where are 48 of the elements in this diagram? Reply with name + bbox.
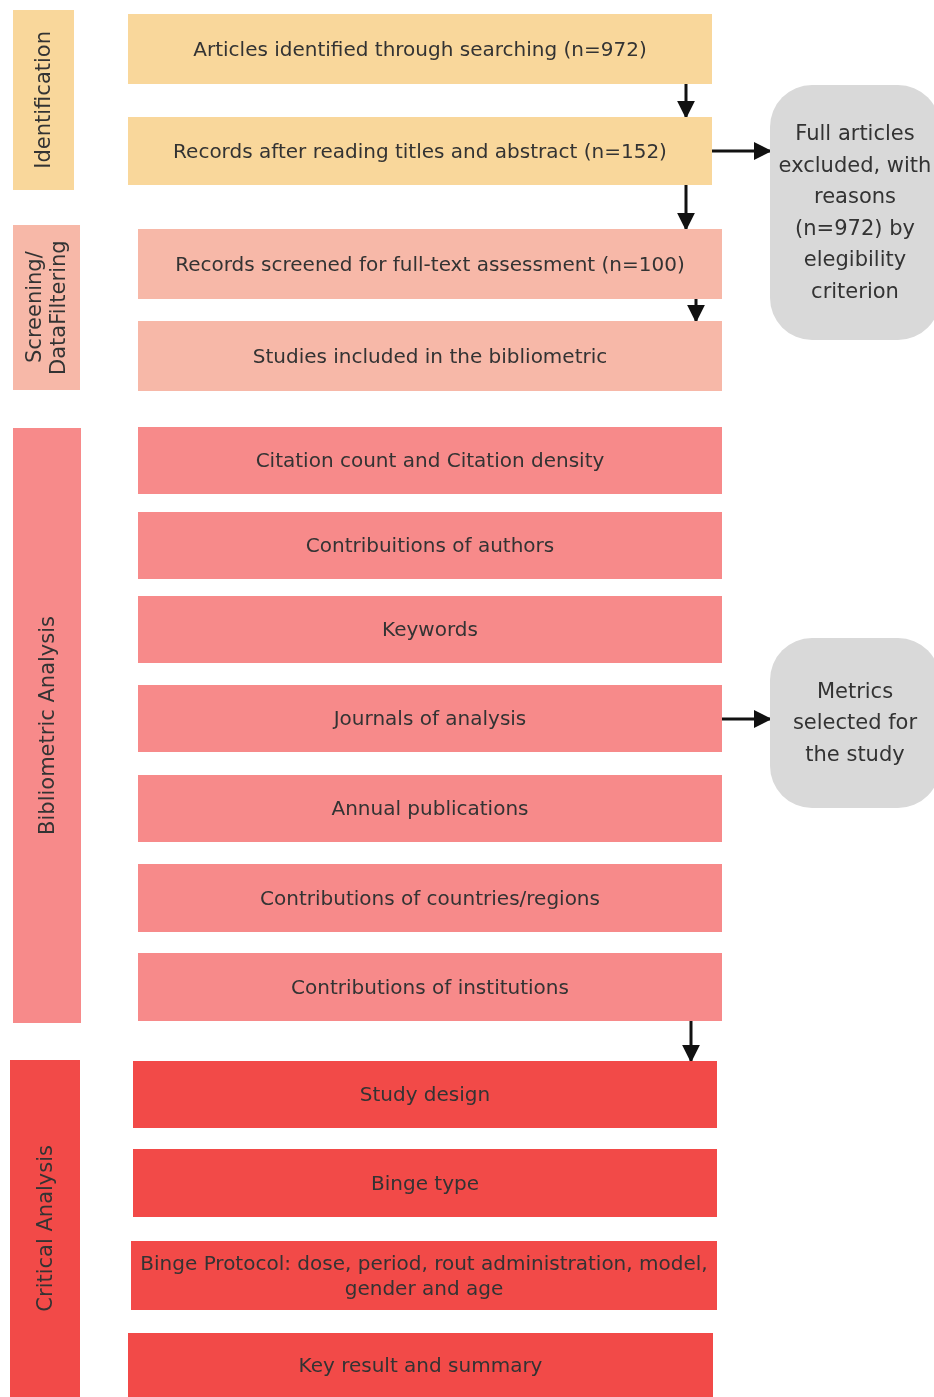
stage-band bbox=[13, 428, 81, 1023]
stage-band bbox=[13, 225, 80, 390]
arrow bbox=[712, 142, 772, 160]
process-box bbox=[131, 1241, 717, 1310]
process-box bbox=[138, 512, 722, 579]
box-text: Journals of analysis bbox=[331, 706, 528, 731]
arrow bbox=[677, 185, 695, 231]
process-box bbox=[138, 427, 722, 494]
process-box bbox=[133, 1149, 717, 1217]
arrow bbox=[677, 84, 695, 119]
box-text: Studies included in the bibliometric bbox=[251, 343, 609, 369]
box-text: Binge Protocol: dose, period, rout administration, model, gender and age bbox=[139, 1250, 709, 1301]
process-box bbox=[138, 596, 722, 663]
stage-band bbox=[10, 1060, 80, 1397]
note-bubble bbox=[770, 638, 934, 808]
note-text: Full articles excluded, with reasons (n=972) by elegibility criterion bbox=[777, 120, 933, 305]
box-text: Contributions of countries/regions bbox=[259, 885, 601, 911]
process-box bbox=[138, 685, 722, 752]
arrow bbox=[682, 1021, 700, 1063]
process-box bbox=[128, 117, 712, 185]
process-box bbox=[128, 1333, 713, 1397]
process-box bbox=[128, 14, 712, 84]
box-text: Records after reading titles and abstract (n=152) bbox=[172, 138, 668, 164]
stage-label: Bibliometric Analysis bbox=[33, 616, 60, 835]
box-text: Study design bbox=[358, 1082, 492, 1107]
box-text: Articles identified through searching (n=972) bbox=[192, 36, 648, 62]
stage-label: Identification bbox=[30, 31, 57, 169]
box-text: Contributions of institutions bbox=[290, 974, 570, 1000]
process-box bbox=[133, 1061, 717, 1128]
box-text: Key result and summary bbox=[297, 1352, 544, 1378]
stage-label: Screening/ DataFiltering bbox=[21, 239, 72, 377]
arrow bbox=[687, 299, 705, 323]
box-text: Records screened for full-text assessment (n=100) bbox=[174, 251, 686, 277]
arrow bbox=[722, 710, 772, 728]
process-box bbox=[138, 229, 722, 299]
process-box bbox=[138, 775, 722, 842]
process-box bbox=[138, 321, 722, 391]
box-text: Contribuitions of authors bbox=[304, 533, 556, 558]
note-bubble bbox=[770, 85, 934, 340]
process-box bbox=[138, 953, 722, 1021]
stage-band bbox=[13, 10, 74, 190]
process-box bbox=[138, 864, 722, 932]
box-text: Keywords bbox=[381, 617, 479, 642]
note-text: Metrics selected for the study bbox=[791, 677, 919, 768]
stage-label: Critical Analysis bbox=[31, 1145, 58, 1312]
box-text: Binge type bbox=[370, 1170, 480, 1196]
box-text: Citation count and Citation density bbox=[254, 448, 606, 473]
box-text: Annual publications bbox=[330, 796, 530, 821]
